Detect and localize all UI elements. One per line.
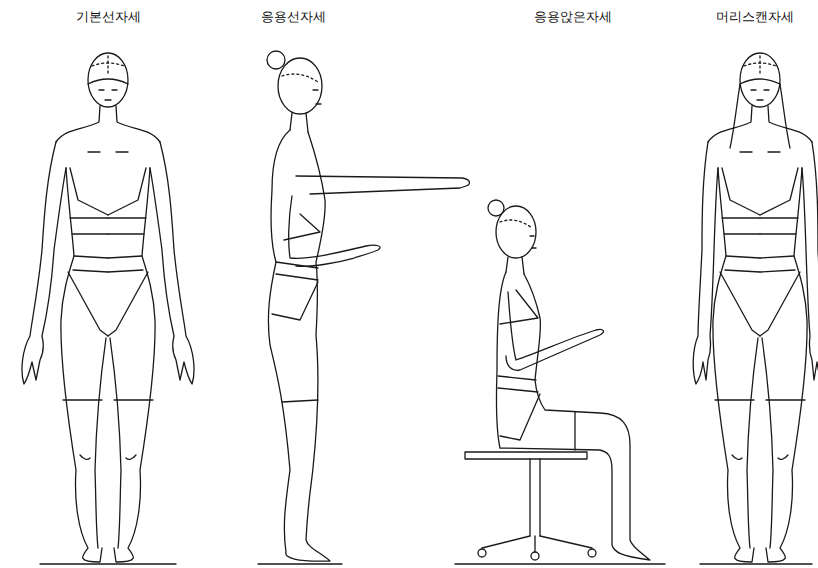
posture-label: 머리스캔자세 [716, 8, 794, 26]
posture-label: 응용선자세 [261, 8, 326, 26]
posture-label: 응용앉은자세 [534, 8, 612, 26]
posture-label: 기본선자세 [76, 8, 141, 26]
